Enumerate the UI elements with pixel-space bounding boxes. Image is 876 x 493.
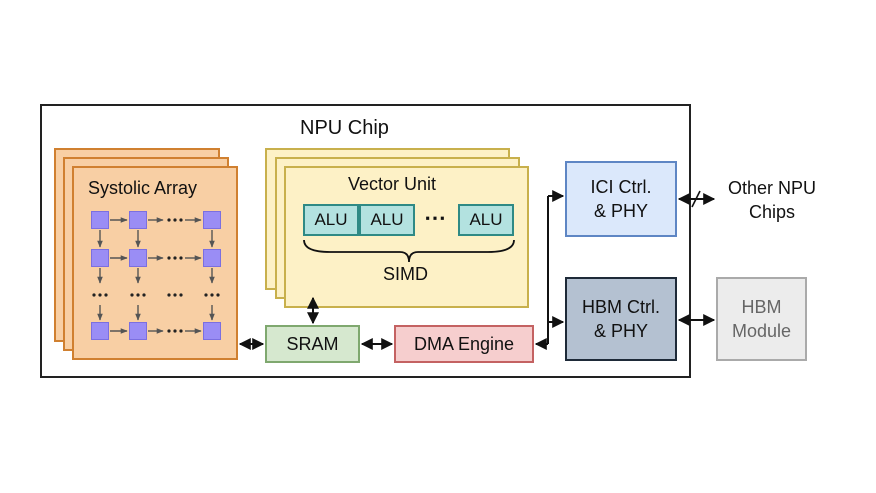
other-npu-line1: Other NPU bbox=[727, 178, 817, 198]
pe-r1-c2 bbox=[129, 211, 147, 229]
pe-r4-c2 bbox=[129, 322, 147, 340]
alu-3: ALU bbox=[458, 204, 514, 236]
systolic-ellipsis-dots bbox=[92, 218, 220, 333]
vector-unit-layer-front bbox=[284, 166, 529, 308]
other-npu-chips-label: Other NPU Chips bbox=[710, 176, 834, 224]
hbm-module-label-line2: Module bbox=[731, 321, 792, 341]
npu-chip-title: NPU Chip bbox=[300, 117, 389, 139]
vector-unit-title: Vector Unit bbox=[348, 174, 437, 194]
alu-2: ALU bbox=[359, 204, 415, 236]
hbm-ctrl-phy-block: HBM Ctrl. & PHY bbox=[565, 277, 677, 361]
other-npu-line2: Chips bbox=[748, 202, 796, 222]
alu-ellipsis: ⋯ bbox=[424, 205, 446, 230]
ici-label-line1: ICI Ctrl. bbox=[590, 177, 652, 197]
ici-ctrl-phy-block: ICI Ctrl. & PHY bbox=[565, 161, 677, 237]
hbm-ctrl-label-line1: HBM Ctrl. bbox=[582, 297, 660, 317]
ici-label-line2: & PHY bbox=[593, 201, 649, 221]
pe-r1-c4 bbox=[203, 211, 221, 229]
dma-engine-label: DMA Engine bbox=[413, 334, 515, 354]
hbm-module-block: HBM Module bbox=[716, 277, 807, 361]
sram-block: SRAM bbox=[265, 325, 360, 363]
pe-r2-c4 bbox=[203, 249, 221, 267]
hbm-ctrl-label-line2: & PHY bbox=[593, 321, 649, 341]
pe-r2-c1 bbox=[91, 249, 109, 267]
link-slash bbox=[691, 190, 701, 208]
pe-r2-c2 bbox=[129, 249, 147, 267]
alu-1: ALU bbox=[303, 204, 359, 236]
sram-label: SRAM bbox=[286, 334, 339, 354]
pe-r4-c4 bbox=[203, 322, 221, 340]
simd-label: SIMD bbox=[383, 264, 428, 284]
hbm-module-label-line1: HBM bbox=[741, 297, 782, 317]
simd-brace bbox=[303, 239, 515, 263]
pe-r1-c1 bbox=[91, 211, 109, 229]
dma-engine-block: DMA Engine bbox=[394, 325, 534, 363]
systolic-array-title: Systolic Array bbox=[88, 178, 198, 198]
pe-r4-c1 bbox=[91, 322, 109, 340]
